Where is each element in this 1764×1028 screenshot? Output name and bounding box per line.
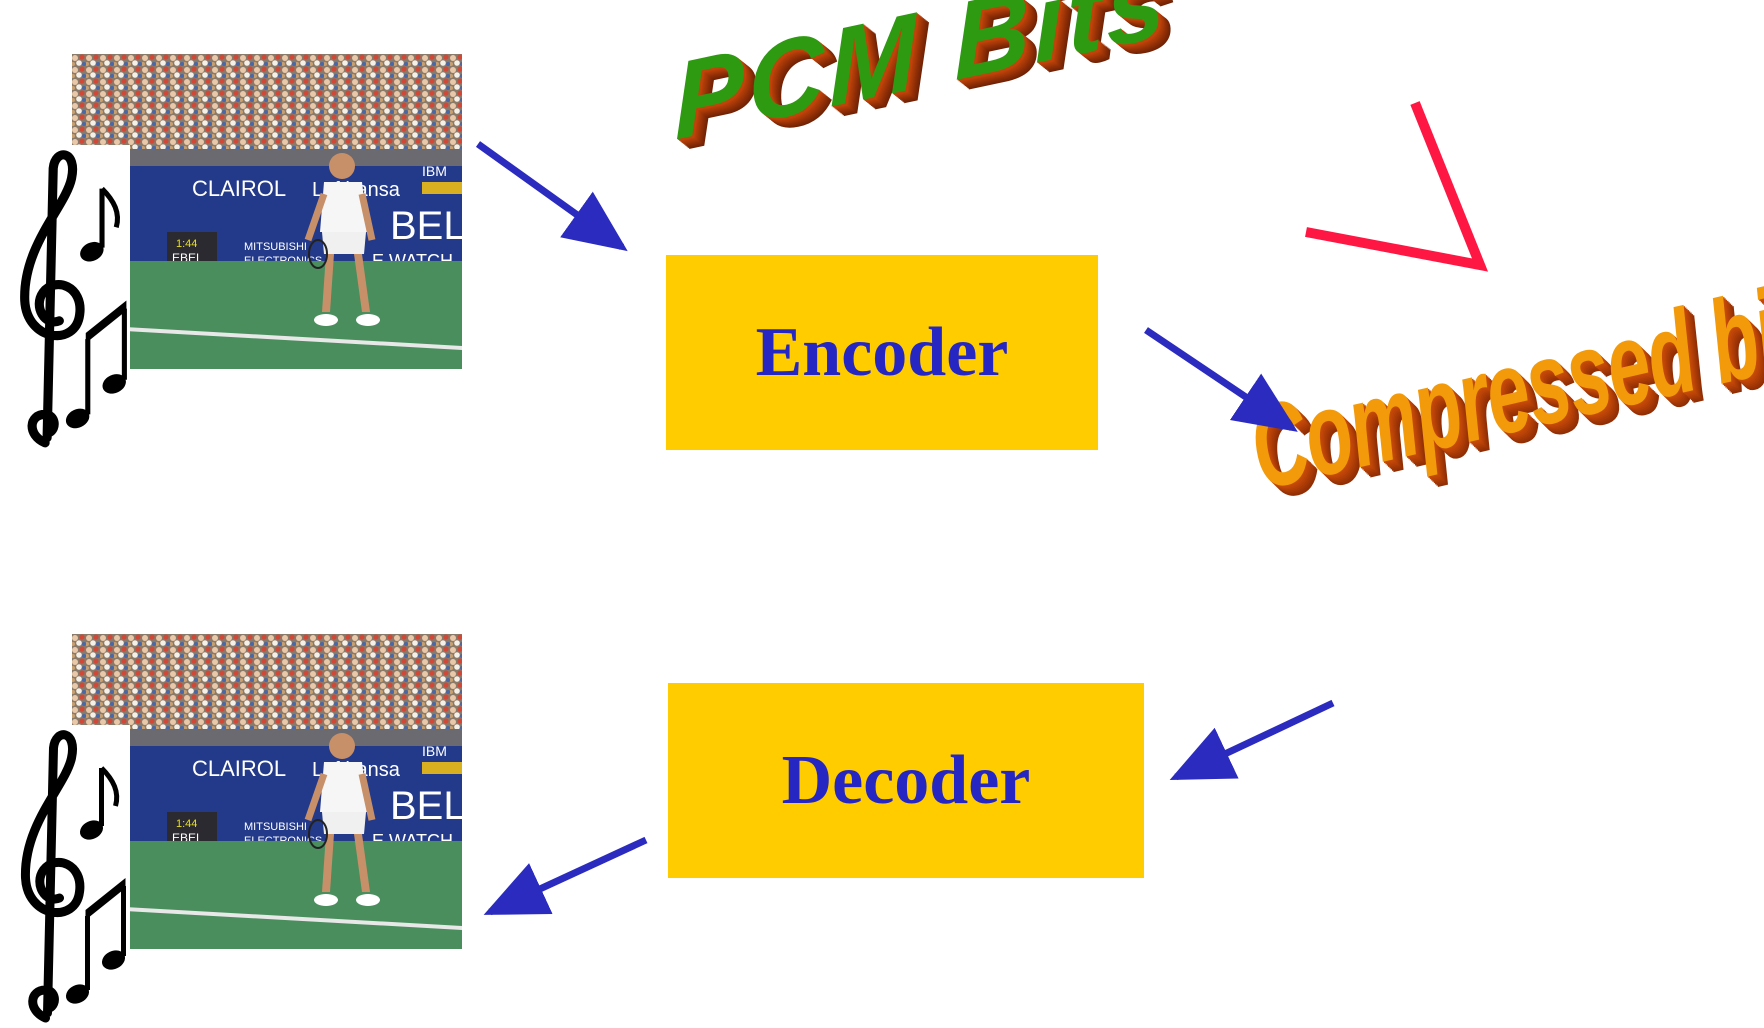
arrow-input-to-encoder (475, 141, 628, 252)
encoder-label: Encoder (755, 313, 1009, 391)
decoder-label: Decoder (781, 741, 1031, 819)
arrow-encoder-to-compressed (1144, 327, 1298, 432)
encoder-box: Encoder (666, 255, 1098, 450)
red-greater-than-mark (1305, 101, 1489, 272)
arrow-decoder-to-output (483, 836, 648, 916)
decoder-box: Decoder (668, 683, 1144, 878)
arrow-compressed-to-decoder (1169, 699, 1335, 781)
output-frame-notch (72, 725, 130, 950)
